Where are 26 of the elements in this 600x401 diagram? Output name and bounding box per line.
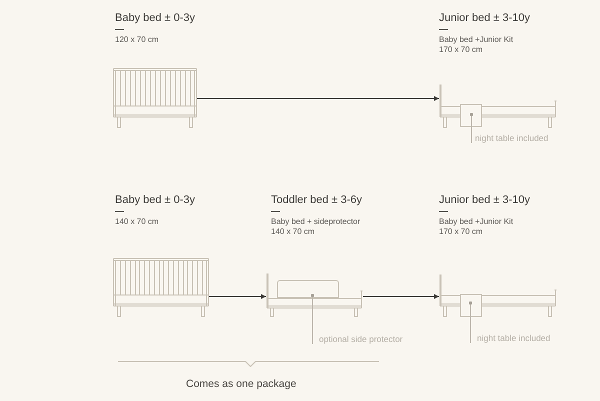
spec-text: Baby bed +Junior Kit — [439, 35, 514, 45]
annotation: optional side protector — [311, 334, 403, 344]
spec-text: 140 x 70 cm — [115, 217, 159, 227]
stage-title: Baby bed ± 0-3y — [115, 194, 196, 207]
stage-title: Baby bed ± 0-3y — [115, 12, 196, 25]
night-table — [460, 294, 482, 317]
arrow — [196, 96, 440, 101]
stage-title: Junior bed ± 3-10y — [439, 12, 530, 25]
spec-text: 120 x 70 cm — [115, 35, 159, 45]
arrow — [362, 294, 440, 299]
leader-line — [468, 301, 472, 344]
spec-text: Baby bed +Junior Kit — [439, 217, 514, 227]
stage-title: Toddler bed ± 3-6y — [271, 194, 362, 207]
annotation: night table included — [471, 133, 548, 143]
spec-text: 140 x 70 cm — [271, 227, 315, 237]
spec-text: 170 x 70 cm — [439, 227, 483, 237]
arrow — [208, 294, 266, 299]
stage-title: Junior bed ± 3-10y — [439, 194, 530, 207]
leader-line — [470, 112, 474, 144]
spec-text: Baby bed + sideprotector — [271, 217, 360, 227]
spec-text: 170 x 70 cm — [439, 45, 483, 55]
night-table — [460, 104, 482, 127]
annotation: night table included — [470, 333, 550, 343]
package-note: Comes as one package — [186, 378, 296, 390]
side-protector — [277, 280, 339, 298]
leader-line — [310, 294, 314, 344]
